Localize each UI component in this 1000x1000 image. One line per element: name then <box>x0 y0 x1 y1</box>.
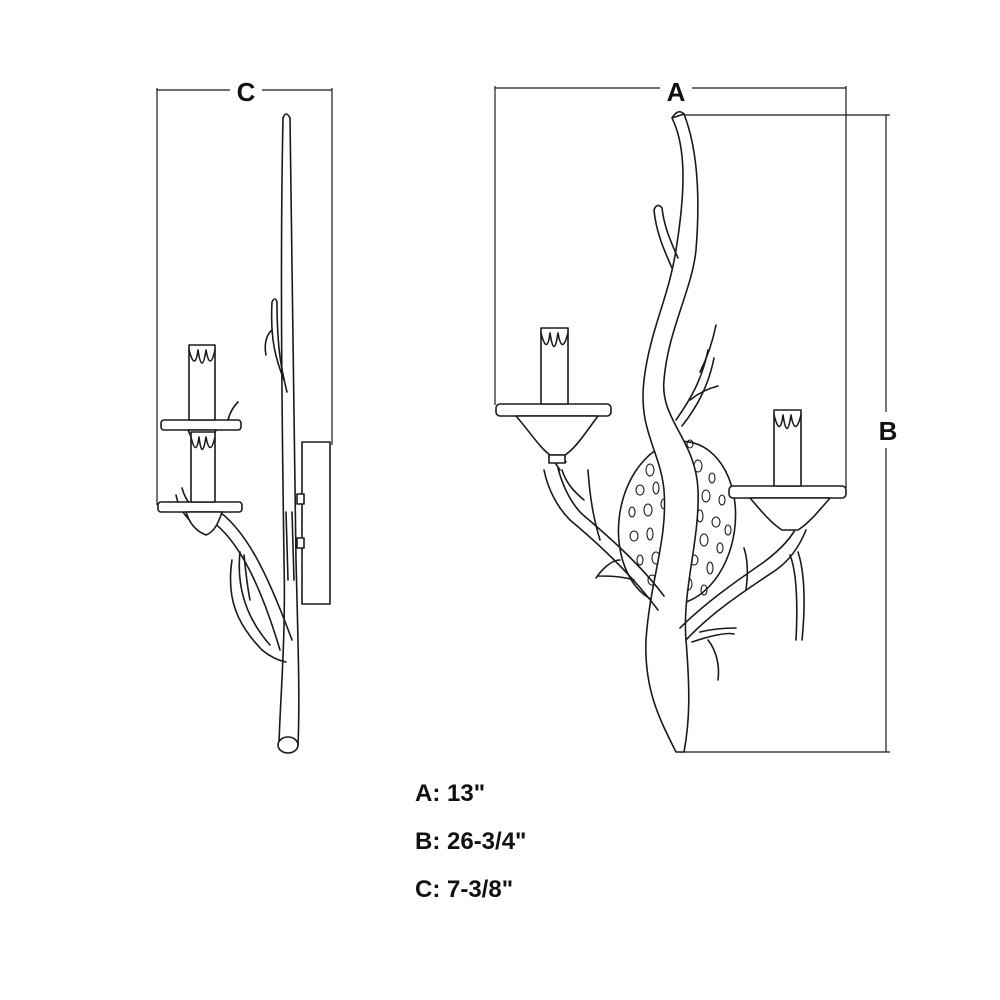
side-main-stem <box>278 117 300 746</box>
legend-dimension-c: C: 7-3/8" <box>415 876 514 903</box>
dimension-a: A <box>494 77 847 488</box>
dimension-b-label: B <box>879 416 898 446</box>
dimension-b: B <box>680 114 898 753</box>
side-backplate <box>301 441 331 605</box>
legend-dimension-a: A: 13" <box>415 780 486 807</box>
side-arm <box>209 507 293 651</box>
dimension-c: C <box>156 77 333 505</box>
dimension-c-label: C <box>237 77 256 107</box>
side-candle-lower <box>157 431 243 536</box>
front-left-arm <box>543 467 665 611</box>
dimensions-legend: A: 13" B: 26-3/4" C: 7-3/8" <box>415 778 715 922</box>
side-view: C <box>156 77 333 754</box>
front-right-arm <box>679 523 807 641</box>
legend-dimension-b: B: 26-3/4" <box>415 828 527 855</box>
front-main-trunk <box>642 113 699 753</box>
dimension-a-label: A <box>667 77 686 107</box>
front-candle-left <box>495 327 612 464</box>
front-view: A B <box>494 77 898 753</box>
front-candle-right <box>728 409 847 531</box>
